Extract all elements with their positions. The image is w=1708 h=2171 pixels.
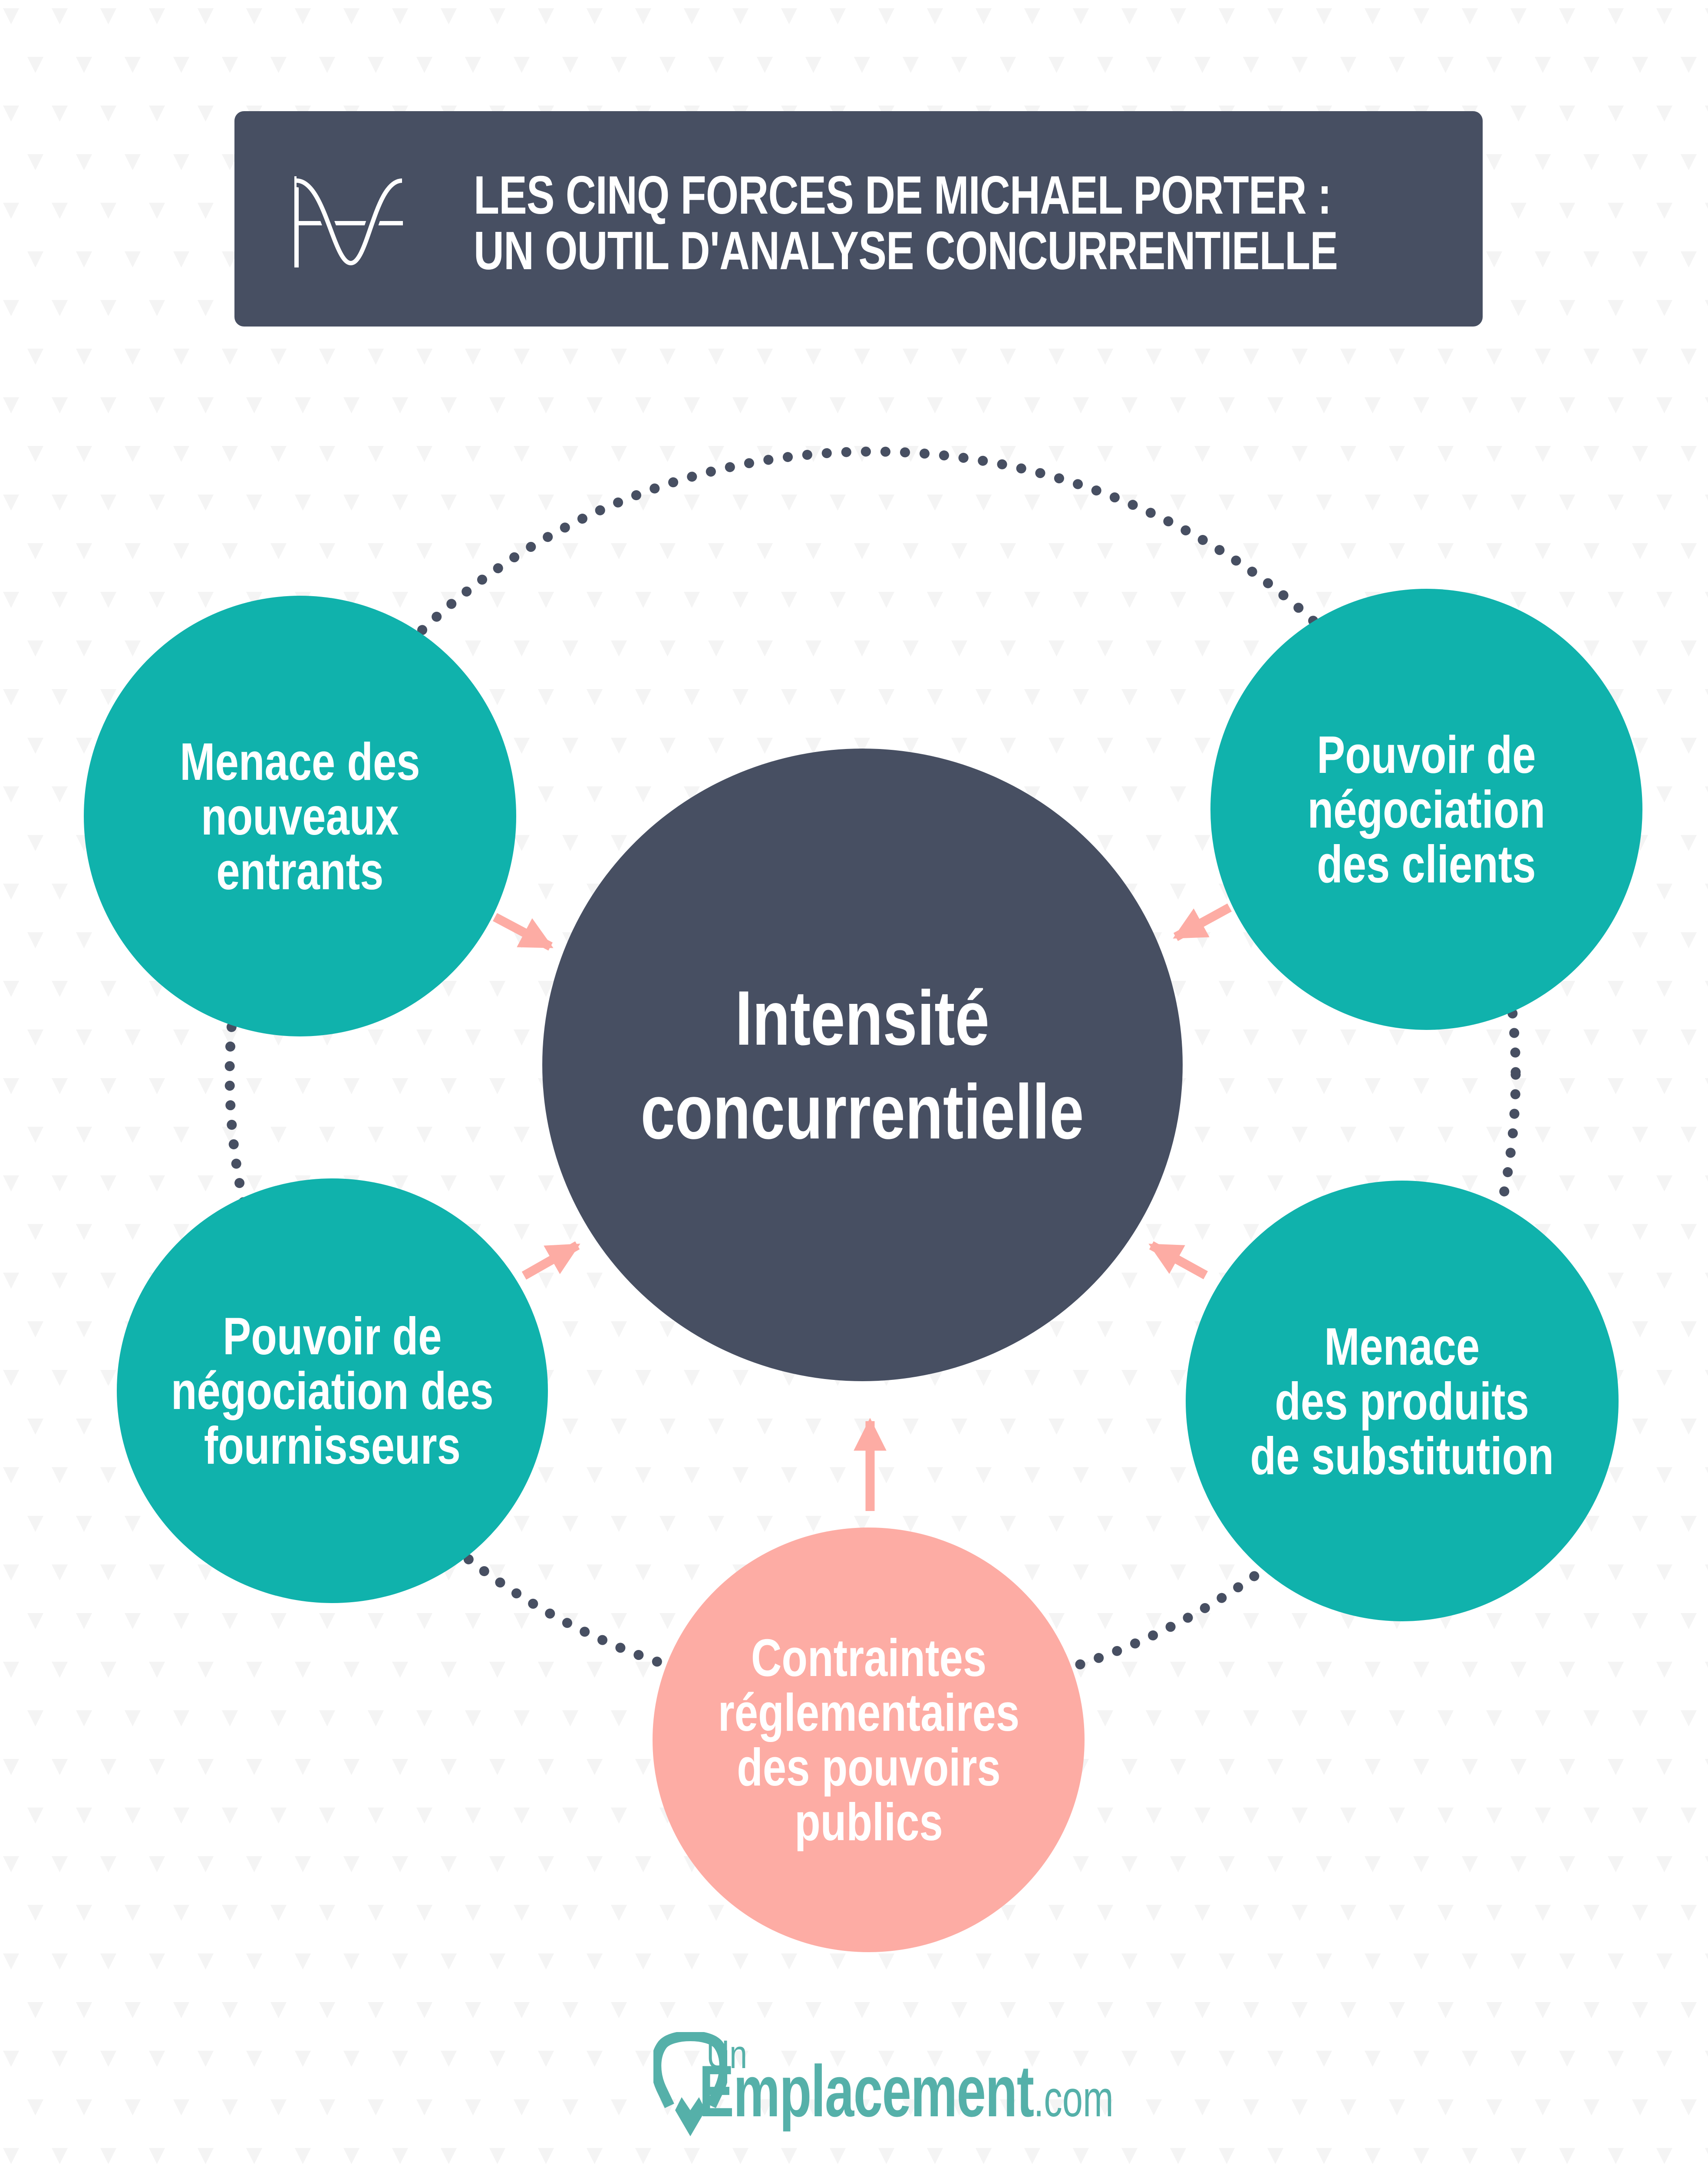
sine-wave-icon	[294, 176, 403, 270]
logo-wordmark: Emplacement.com	[699, 2055, 1114, 2135]
title-line-2: UN OUTIL D'ANALYSE CONCURRENTIELLE	[474, 221, 1338, 281]
force-label: Menace des produits de substitution	[1250, 1319, 1554, 1483]
arrow-new-entrants	[493, 913, 554, 951]
force-substitutes: Menace des produits de substitution	[1186, 1181, 1619, 1621]
label-line: Intensité	[735, 974, 990, 1061]
label-line: de substitution	[1250, 1426, 1554, 1485]
label-line: des pouvoirs	[736, 1738, 1001, 1797]
label-line: fournisseurs	[204, 1416, 461, 1475]
force-label: Pouvoir de négociation des fournisseurs	[171, 1309, 494, 1473]
label-line: publics	[794, 1792, 943, 1851]
label-line: Menace des	[180, 732, 420, 791]
label-line: des clients	[1317, 835, 1536, 894]
label-line: Menace	[1324, 1316, 1480, 1376]
force-new-entrants: Menace des nouveaux entrants	[84, 596, 516, 1036]
force-supplier-power: Pouvoir de négociation des fournisseurs	[117, 1178, 548, 1603]
label-line: Contraintes	[751, 1628, 986, 1687]
force-label: Menace des nouveaux entrants	[180, 734, 420, 898]
arrow-substitutes	[1148, 1241, 1208, 1280]
label-line: Pouvoir de	[223, 1307, 442, 1366]
label-line: entrants	[216, 841, 384, 901]
logo-un: Un	[706, 2032, 748, 2077]
force-government: Contraintes réglementaires des pouvoirs …	[653, 1528, 1085, 1952]
title-banner: LES CINQ FORCES DE MICHAEL PORTER : UN O…	[234, 111, 1483, 327]
arrow-supplier-power	[521, 1241, 580, 1280]
label-line: concurrentielle	[641, 1068, 1084, 1155]
page-title: LES CINQ FORCES DE MICHAEL PORTER : UN O…	[474, 168, 1354, 279]
arrow-buyer-power	[1173, 903, 1232, 941]
center-label: Intensité concurrentielle	[641, 971, 1084, 1159]
label-line: Pouvoir de	[1317, 725, 1536, 784]
force-buyer-power: Pouvoir de négociation des clients	[1210, 589, 1642, 1030]
label-line: négociation	[1307, 780, 1546, 839]
label-line: des produits	[1275, 1371, 1530, 1431]
title-line-1: LES CINQ FORCES DE MICHAEL PORTER :	[474, 165, 1332, 225]
force-label: Contraintes réglementaires des pouvoirs …	[718, 1630, 1019, 1849]
unemplacement-logo[interactable]: Un Emplacement.com	[653, 2032, 1114, 2136]
label-line: nouveaux	[201, 786, 399, 846]
label-line: réglementaires	[718, 1683, 1019, 1742]
map-pin-icon	[653, 2032, 727, 2136]
logo-tld: .com	[1033, 2070, 1114, 2128]
force-label: Pouvoir de négociation des clients	[1308, 727, 1546, 891]
label-line: négociation des	[171, 1361, 494, 1420]
center-rivalry-circle: Intensité concurrentielle	[542, 749, 1183, 1381]
logo-main-text: Emplacement	[699, 2050, 1034, 2132]
